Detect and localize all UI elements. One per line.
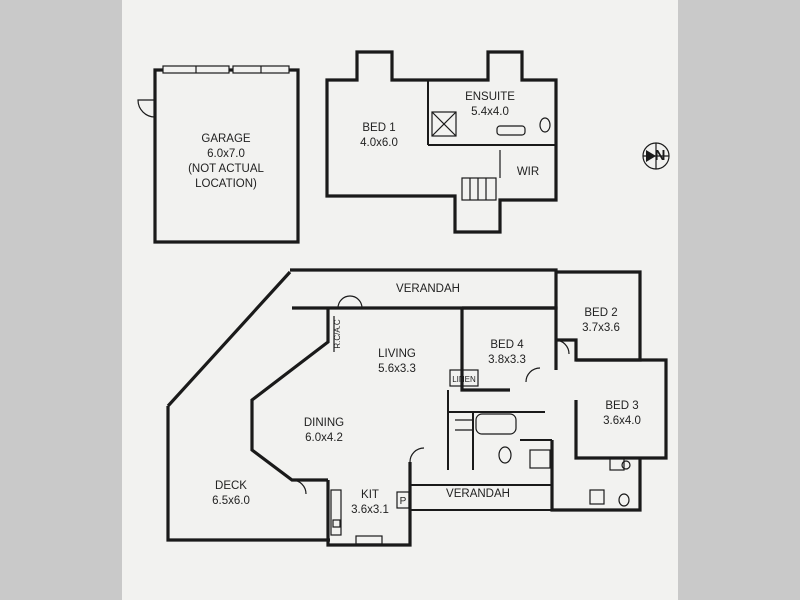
deck-name: DECK bbox=[215, 480, 247, 492]
compass-label: N bbox=[655, 147, 666, 164]
bed4-name: BED 4 bbox=[490, 339, 524, 351]
upper-block bbox=[325, 50, 558, 234]
bed1-name: BED 1 bbox=[362, 122, 395, 134]
dining-size: 6.0x4.2 bbox=[305, 432, 343, 444]
deck-size: 6.5x6.0 bbox=[212, 495, 250, 507]
kit-name: KIT bbox=[361, 489, 379, 501]
rcac-label: R.C/A.C bbox=[333, 319, 342, 349]
garage-label: GARAGE 6.0x7.0 (NOT ACTUAL LOCATION) bbox=[188, 133, 264, 190]
bed4-size: 3.8x3.3 bbox=[488, 354, 526, 366]
pantry-label: P bbox=[400, 496, 407, 507]
living-name: LIVING bbox=[378, 348, 416, 360]
garage-name: GARAGE bbox=[201, 133, 251, 145]
north-compass-icon bbox=[642, 142, 670, 170]
bed2-name: BED 2 bbox=[584, 307, 617, 319]
bed3-name: BED 3 bbox=[605, 400, 638, 412]
ensuite-size: 5.4x4.0 bbox=[471, 106, 509, 118]
garage-note-2: LOCATION) bbox=[195, 178, 257, 190]
main-house bbox=[166, 268, 668, 547]
garage-size: 6.0x7.0 bbox=[207, 148, 245, 160]
verandah-bottom-label: VERANDAH bbox=[446, 488, 510, 500]
bed1-size: 4.0x6.0 bbox=[360, 137, 398, 149]
ensuite-name: ENSUITE bbox=[465, 91, 515, 103]
garage bbox=[137, 65, 300, 244]
verandah-top-label: VERANDAH bbox=[396, 283, 460, 295]
dining-name: DINING bbox=[304, 417, 344, 429]
plan-paper bbox=[122, 0, 678, 600]
bed2-size: 3.7x3.6 bbox=[582, 322, 620, 334]
bed3-size: 3.6x4.0 bbox=[603, 415, 641, 427]
kit-size: 3.6x3.1 bbox=[351, 504, 389, 516]
linen-label: LINEN bbox=[452, 375, 476, 384]
living-size: 5.6x3.3 bbox=[378, 363, 416, 375]
screen-bezel-right bbox=[678, 0, 800, 600]
garage-note-1: (NOT ACTUAL bbox=[188, 163, 264, 175]
screen-bezel-left bbox=[0, 0, 122, 600]
wir-name: WIR bbox=[517, 166, 539, 178]
